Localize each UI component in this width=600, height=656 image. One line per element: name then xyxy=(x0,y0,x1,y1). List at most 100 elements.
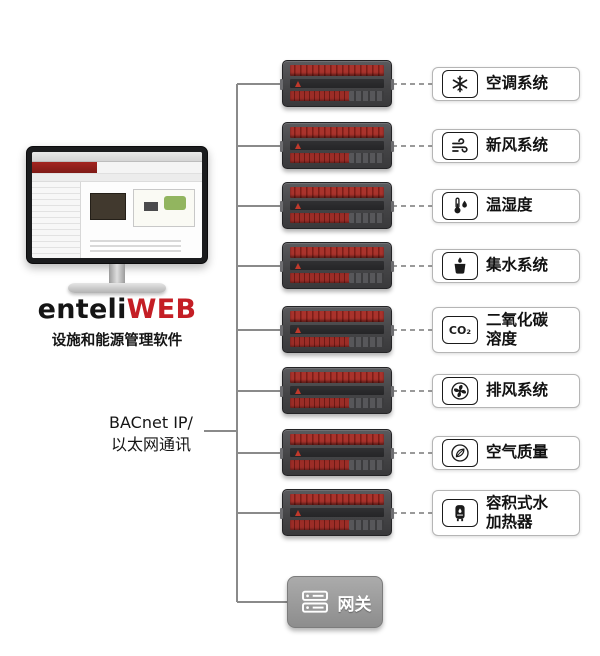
mount-tab xyxy=(280,79,283,90)
leaf-icon xyxy=(442,439,478,467)
terminal-strip-bottom xyxy=(290,153,353,163)
terminal-strip-bottom xyxy=(290,337,353,347)
controller-body xyxy=(290,141,384,150)
bacnet-controller-2 xyxy=(280,122,394,169)
brand-subtitle: 设施和能源管理软件 xyxy=(51,333,183,349)
gateway-label: 网关 xyxy=(337,594,372,615)
app-logo-band xyxy=(32,162,97,173)
terminal-strip-bottom xyxy=(290,91,353,101)
delta-logo-icon xyxy=(295,202,301,209)
network-protocol-line2: 以太网通讯 xyxy=(110,434,191,454)
graphic-device xyxy=(144,202,158,211)
controller-body xyxy=(290,325,384,334)
mount-tab xyxy=(391,386,394,397)
bacnet-controller-4 xyxy=(280,242,394,289)
app-body xyxy=(32,182,202,258)
bacnet-controller-1 xyxy=(280,60,394,107)
co2-icon: CO₂ xyxy=(442,316,478,344)
delta-logo-icon xyxy=(295,509,301,516)
system-label-text: 容积式水加热器 xyxy=(486,493,549,531)
mount-tab xyxy=(391,79,394,90)
terminal-strip-top xyxy=(290,65,384,76)
water-heater-icon xyxy=(442,499,478,527)
snowflake-icon xyxy=(442,70,478,98)
terminal-strip-top xyxy=(290,494,384,505)
controller-body xyxy=(290,448,384,457)
device-photo-thumbnail xyxy=(89,193,126,220)
bacnet-controller-6 xyxy=(280,367,394,414)
fan-icon xyxy=(442,377,478,405)
delta-logo-icon xyxy=(295,326,301,333)
terminal-strip-top xyxy=(290,187,384,198)
network-protocol-label: BACnet IP/ 以太网通讯 xyxy=(92,412,210,455)
terminal-strip-bottom xyxy=(290,460,353,470)
terminal-strip-bottom xyxy=(290,520,353,530)
thermometer-icon xyxy=(442,192,478,220)
terminal-strip-top xyxy=(290,311,384,322)
monitor-stand-base xyxy=(68,283,166,293)
system-label-text: 空调系统 xyxy=(486,74,549,93)
module-slot xyxy=(349,91,384,101)
mount-tab xyxy=(391,508,394,519)
module-slot xyxy=(349,213,384,223)
system-box-exhaust: 排风系统 xyxy=(432,374,580,408)
app-toolbar xyxy=(32,174,202,182)
system-label-text: 空气质量 xyxy=(486,443,549,462)
branch-lines xyxy=(237,83,287,603)
delta-logo-icon xyxy=(295,449,301,456)
mount-tab xyxy=(280,508,283,519)
system-label-text: 新风系统 xyxy=(486,136,549,155)
monitor-bezel xyxy=(26,146,208,264)
mount-tab xyxy=(391,141,394,152)
module-slot xyxy=(349,153,384,163)
terminal-strip-top xyxy=(290,127,384,138)
system-label-text: 二氧化碳溶度 xyxy=(486,310,549,348)
delta-logo-icon xyxy=(295,80,301,87)
terminal-strip-bottom xyxy=(290,213,353,223)
monitor-stand-neck xyxy=(109,264,125,284)
dashed-label-lines xyxy=(392,83,432,514)
module-slot xyxy=(349,337,384,347)
enteliweb-monitor xyxy=(26,146,208,293)
content-text-lines xyxy=(89,240,181,253)
brand-title-red: WEB xyxy=(126,294,197,325)
controller-body xyxy=(290,508,384,517)
brand-title-black: enteli xyxy=(37,294,127,325)
browser-titlebar xyxy=(32,152,202,162)
system-label-text: 温湿度 xyxy=(486,196,533,215)
terminal-strip-bottom xyxy=(290,273,353,283)
system-box-air-quality: 空气质量 xyxy=(432,436,580,470)
module-slot xyxy=(349,460,384,470)
mount-tab xyxy=(280,261,283,272)
system-box-water-heater: 容积式水加热器 xyxy=(432,490,580,536)
mount-tab xyxy=(280,141,283,152)
terminal-strip-top xyxy=(290,247,384,258)
controller-body xyxy=(290,79,384,88)
mount-tab xyxy=(391,201,394,212)
system-label-text: 排风系统 xyxy=(486,381,549,400)
gateway-box: 网关 xyxy=(287,576,383,628)
mount-tab xyxy=(280,386,283,397)
system-box-fresh-air: 新风系统 xyxy=(432,129,580,163)
system-box-water-collection: 集水系统 xyxy=(432,249,580,283)
bacnet-controller-8 xyxy=(280,489,394,536)
app-sidebar xyxy=(32,182,81,258)
module-slot xyxy=(349,273,384,283)
brand-title: enteliWEB xyxy=(26,294,208,325)
mount-tab xyxy=(280,201,283,212)
monitor-screen xyxy=(32,152,202,258)
system-label-text: 集水系统 xyxy=(486,256,549,275)
module-slot xyxy=(349,398,384,408)
module-slot xyxy=(349,520,384,530)
terminal-strip-top xyxy=(290,372,384,383)
delta-logo-icon xyxy=(295,262,301,269)
delta-logo-icon xyxy=(295,142,301,149)
bacnet-controller-5 xyxy=(280,306,394,353)
mount-tab xyxy=(391,325,394,336)
delta-logo-icon xyxy=(295,387,301,394)
system-box-ac: 空调系统 xyxy=(432,67,580,101)
graphic-green-area xyxy=(164,196,186,210)
network-protocol-line1: BACnet IP/ xyxy=(109,413,193,432)
bacnet-controller-7 xyxy=(280,429,394,476)
controller-body xyxy=(290,261,384,270)
